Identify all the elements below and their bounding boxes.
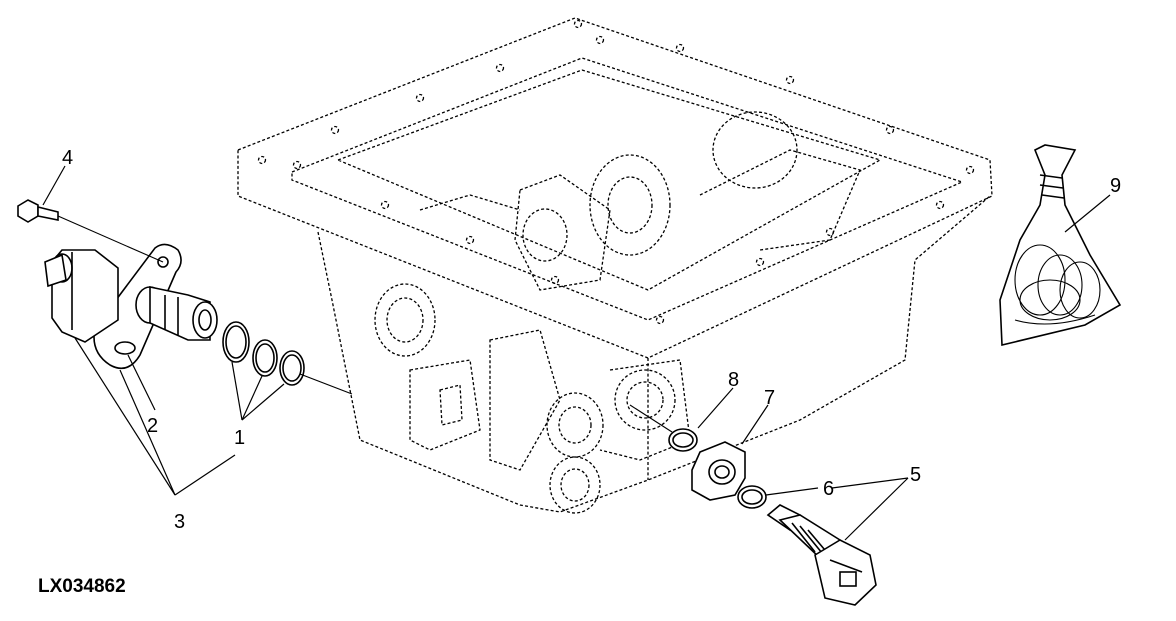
o-ring-6	[737, 485, 767, 509]
callout-7: 7	[764, 387, 775, 409]
harness-bag	[999, 144, 1122, 347]
o-rings	[222, 321, 305, 386]
leader-lines	[42, 165, 1111, 541]
cap-screw	[17, 199, 164, 263]
callout-4: 4	[62, 147, 73, 169]
callout-2: 2	[147, 415, 158, 437]
transmission-housing	[237, 17, 993, 514]
callout-5: 5	[910, 464, 921, 486]
callout-8: 8	[728, 369, 739, 391]
callout-6: 6	[823, 478, 834, 500]
figure-id: LX034862	[38, 576, 126, 597]
flange-bolt-holes	[257, 19, 975, 325]
o-ring-8	[629, 404, 698, 452]
temperature-sensor	[766, 504, 877, 606]
solenoid-valve-assembly	[44, 243, 353, 395]
callout-3: 3	[174, 511, 185, 533]
callout-1: 1	[234, 427, 245, 449]
callout-labels: 4 2 1 3 8 7 6 5 9	[62, 147, 1121, 533]
hex-nut	[691, 441, 746, 501]
callout-9: 9	[1110, 175, 1121, 197]
